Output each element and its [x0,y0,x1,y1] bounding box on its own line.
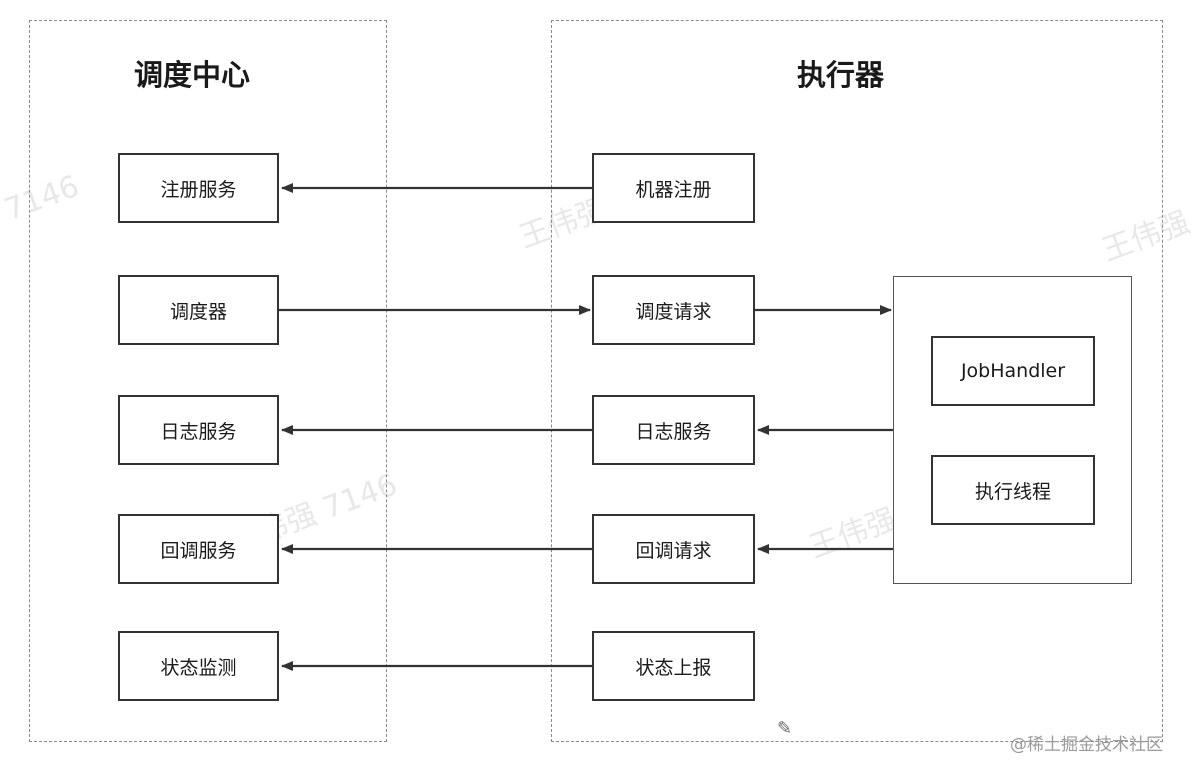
site-badge: @稀土掘金技术社区 [1010,735,1163,755]
callback-service-node: 回调服务 [118,514,279,584]
scheduler-center-panel [29,20,387,742]
job-group-box [893,276,1132,584]
scheduler-node: 调度器 [118,275,279,345]
callback-request-node: 回调请求 [592,514,755,584]
status-report-node: 状态上报 [592,631,755,701]
job-handler-node: JobHandler [931,336,1095,406]
scheduler-center-title: 调度中心 [134,58,251,92]
executor-title: 执行器 [797,58,885,92]
status-monitor-node: 状态监测 [118,631,279,701]
register-service-node: 注册服务 [118,153,279,223]
pen-icon: ✎ [777,718,793,739]
log-service-node: 日志服务 [118,395,279,465]
schedule-request-node: 调度请求 [592,275,755,345]
exec-thread-node: 执行线程 [931,455,1095,525]
executor-log-service-node: 日志服务 [592,395,755,465]
executor-panel [551,20,1163,742]
machine-register-node: 机器注册 [592,153,755,223]
